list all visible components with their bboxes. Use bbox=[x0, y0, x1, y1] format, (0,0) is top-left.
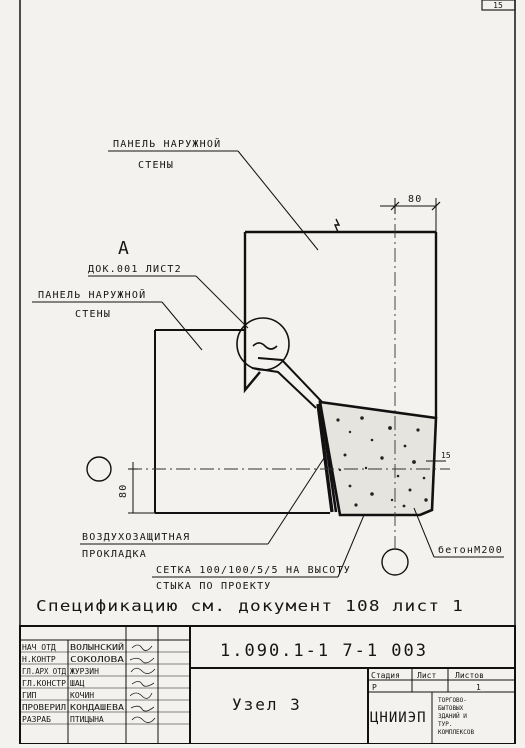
name-1: СОКОЛОВА bbox=[70, 655, 124, 664]
sheet-header: Лист bbox=[417, 671, 436, 680]
top-dim-slash-right bbox=[431, 201, 441, 211]
stage-header: Стадия bbox=[371, 671, 400, 680]
svg-text:БЫТОВЫХ: БЫТОВЫХ bbox=[438, 705, 464, 712]
name-5: КОНДАШЕВА bbox=[70, 703, 124, 712]
specification-note: Спецификацию см. документ 108 лист 1 bbox=[36, 597, 464, 615]
break-mark bbox=[333, 218, 341, 233]
outer-panel-top-leader bbox=[237, 150, 319, 251]
joint-channel-upper bbox=[257, 357, 323, 403]
name-0: ВОЛЫНСКИЙ bbox=[70, 641, 124, 652]
role-1: Н.КОНТР bbox=[22, 655, 56, 664]
concrete-aggregate bbox=[336, 416, 428, 508]
name-6: ПТИЦЫНА bbox=[70, 715, 104, 724]
concrete-left-edge bbox=[318, 401, 338, 513]
role-3: ГЛ.КОНСТР bbox=[22, 679, 66, 688]
vertical-axis-marker bbox=[381, 548, 409, 576]
mesh-label-line2: СТЫКА ПО ПРОЕКТУ bbox=[156, 581, 272, 592]
callout-leader bbox=[195, 275, 249, 329]
concrete-leader bbox=[413, 507, 435, 558]
joint-profile bbox=[252, 342, 278, 350]
role-2: ГЛ.АРХ ОТД bbox=[22, 667, 66, 676]
callout-letter: A bbox=[118, 238, 129, 259]
svg-text:КОМПЛЕКСОВ: КОМПЛЕКСОВ bbox=[438, 729, 475, 736]
sheets-header: Листов bbox=[455, 671, 484, 680]
outer-panel-left-label-line1: ПАНЕЛЬ НАРУЖНОЙ bbox=[38, 288, 146, 301]
role-0: НАЧ ОТД bbox=[22, 643, 56, 652]
sealant-strip bbox=[316, 403, 334, 513]
name-2: ЖУРЗИН bbox=[70, 667, 99, 676]
svg-text:ЗДАНИЙ И: ЗДАНИЙ И bbox=[438, 713, 467, 720]
joint-channel-lower bbox=[251, 367, 317, 409]
signature-rows bbox=[20, 651, 190, 725]
sealant-label-line1: ВОЗДУХОЗАЩИТНАЯ bbox=[82, 532, 190, 543]
stage-value: Р bbox=[372, 683, 377, 692]
page-number-box bbox=[481, 0, 516, 11]
sheet-title: Узел 3 bbox=[232, 695, 302, 714]
top-dimension: 80 bbox=[408, 194, 422, 205]
sheets-total: 1 bbox=[476, 683, 481, 692]
role-6: РАЗРАБ bbox=[22, 715, 51, 724]
concrete-label: бетонМ200 bbox=[438, 544, 503, 556]
horizontal-axis-marker bbox=[86, 456, 112, 482]
callout-reference: ДОК.001 ЛИСТ2 bbox=[88, 264, 182, 275]
top-dim-slash-left bbox=[390, 201, 400, 211]
upper-panel-left-edge bbox=[243, 232, 261, 394]
page-number: 15 bbox=[493, 1, 503, 10]
right-dimension: 15 bbox=[441, 451, 451, 460]
title-block bbox=[19, 625, 516, 745]
sealant-leader bbox=[267, 457, 325, 545]
name-4: КОЧИН bbox=[70, 691, 94, 700]
left-dimension: 80 bbox=[118, 484, 129, 498]
detail-circle-a bbox=[236, 317, 290, 371]
signatures bbox=[129, 644, 156, 723]
role-5: ПРОВЕРИЛ bbox=[22, 703, 66, 712]
outer-panel-top-label-line1: ПАНЕЛЬ НАРУЖНОЙ bbox=[113, 137, 221, 150]
mesh-leader bbox=[337, 514, 365, 578]
name-3: ШАЦ bbox=[70, 679, 85, 688]
mesh-label-line1: СЕТКА 100/100/5/5 НА ВЫСОТУ bbox=[156, 565, 351, 576]
role-4: ГИП bbox=[22, 691, 37, 700]
sealant-label-line2: ПРОКЛАДКА bbox=[82, 549, 147, 560]
outer-panel-left-label-line2: СТЕНЫ bbox=[75, 309, 111, 320]
outer-panel-left-leader bbox=[161, 301, 203, 351]
outer-panel-top-label-line2: СТЕНЫ bbox=[138, 160, 174, 171]
organization-note: ТОРГОВО- БЫТОВЫХ ЗДАНИЙ И ТУР. КОМПЛЕКСО… bbox=[438, 697, 475, 736]
organization: ЦНИИЭП bbox=[370, 710, 427, 726]
svg-text:ТУР.: ТУР. bbox=[438, 721, 452, 728]
document-code: 1.090.1-1 7-1 003 bbox=[220, 641, 428, 661]
svg-text:ТОРГОВО-: ТОРГОВО- bbox=[438, 697, 467, 704]
